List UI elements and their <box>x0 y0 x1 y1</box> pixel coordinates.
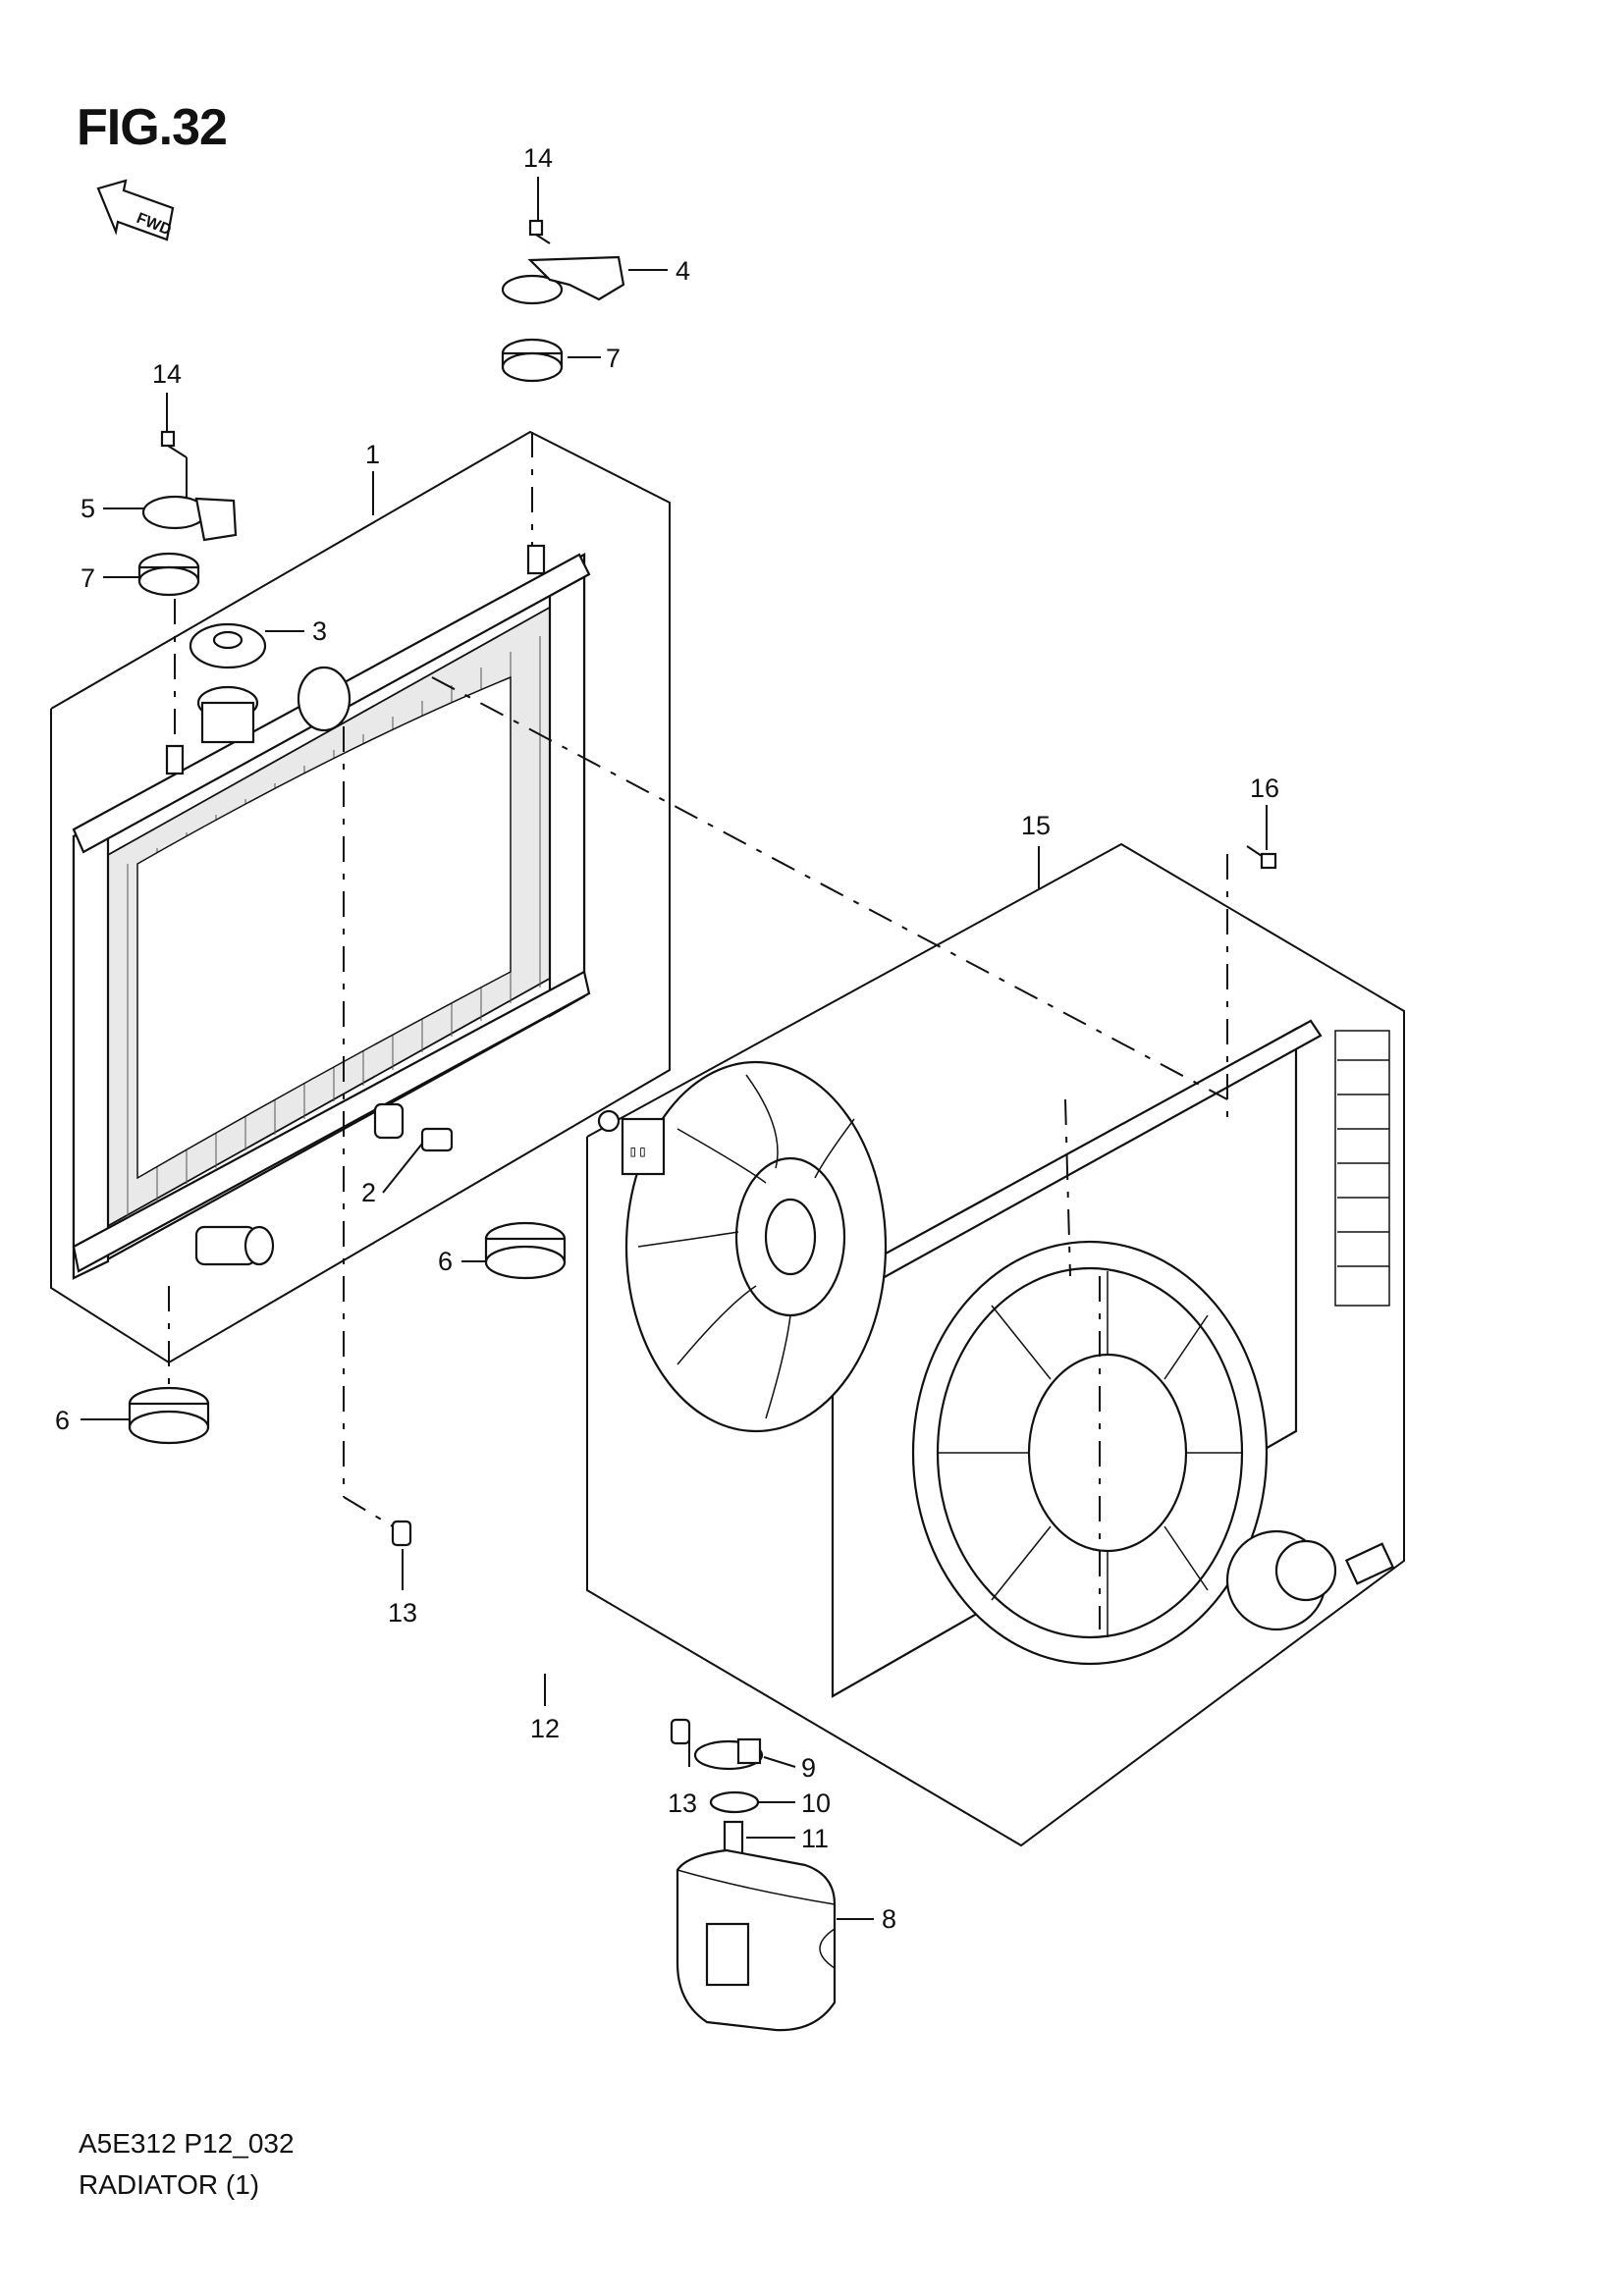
callout-12: 12 <box>530 1714 560 1743</box>
callout-3: 3 <box>312 616 327 646</box>
callout-13-lower: 13 <box>668 1789 697 1818</box>
assembly-guide-lines <box>168 432 1228 1629</box>
clamp-13-lower <box>670 1718 691 1745</box>
callout-16: 16 <box>1250 774 1279 803</box>
callout-6-right: 6 <box>438 1247 453 1276</box>
reservoir-hose-12 <box>418 1541 658 1718</box>
reservoir-tank-8 <box>676 1848 837 2032</box>
fan-shroud-outline <box>586 842 1405 1847</box>
bolt-14-top <box>528 219 551 244</box>
fan-blade: ▯▯ <box>597 1060 888 1433</box>
leader-lines <box>81 177 1268 1920</box>
callout-5: 5 <box>81 494 95 523</box>
callout-6-left: 6 <box>55 1406 70 1435</box>
drain-plug-2 <box>373 1102 454 1152</box>
bolt-14-left <box>160 430 188 501</box>
forward-arrow-icon: FWD <box>96 179 175 241</box>
diagram-name: RADIATOR (1) <box>79 2169 260 2200</box>
diagram-code: A5E312 P12_032 <box>79 2128 295 2159</box>
callout-4: 4 <box>676 256 690 286</box>
bolt-16 <box>1246 845 1277 870</box>
fan-shroud-assembly <box>831 1019 1395 1698</box>
svg-text:▯▯: ▯▯ <box>628 1142 647 1160</box>
seal-10 <box>709 1790 760 1814</box>
clamp-13-upper <box>391 1520 412 1547</box>
figure-title: FIG.32 <box>77 99 228 156</box>
callout-7-left: 7 <box>81 563 95 593</box>
callout-9: 9 <box>801 1753 816 1783</box>
callout-13-upper: 13 <box>388 1598 417 1628</box>
grommet-7-top <box>501 338 564 383</box>
callout-7-top: 7 <box>606 344 621 373</box>
grommet-6-left <box>128 1386 210 1445</box>
callout-2: 2 <box>361 1178 376 1207</box>
reservoir-cap-9 <box>693 1737 764 1771</box>
callout-14-top: 14 <box>523 143 553 173</box>
radiator-assembly <box>50 430 671 1364</box>
callout-14-left: 14 <box>152 359 182 389</box>
radiator-cap-3 <box>189 622 267 669</box>
callout-10: 10 <box>801 1789 831 1818</box>
callout-15: 15 <box>1021 811 1051 840</box>
grommet-7-left <box>137 552 200 597</box>
callout-8: 8 <box>882 1904 896 1934</box>
callout-11: 11 <box>801 1824 829 1853</box>
bracket-5 <box>141 495 238 542</box>
grommet-6-right <box>484 1221 567 1280</box>
bracket-4 <box>501 255 625 305</box>
callout-1: 1 <box>365 440 380 469</box>
